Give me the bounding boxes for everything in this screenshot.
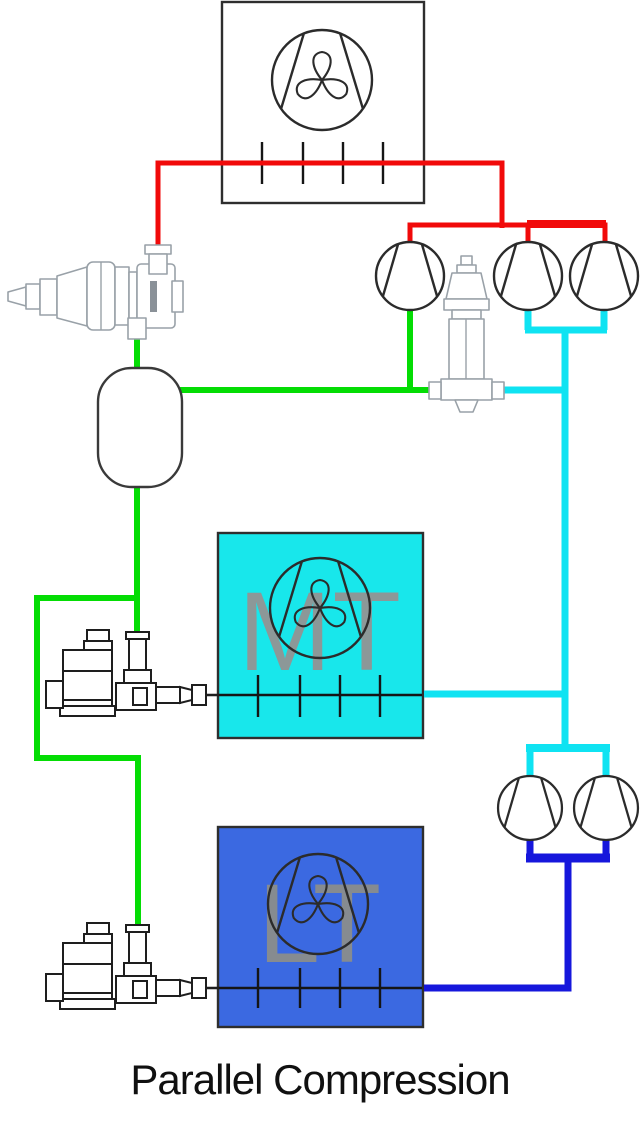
liquid-line	[34, 310, 433, 929]
mt-suction-line	[424, 309, 610, 777]
lt-suction-line	[424, 838, 610, 992]
lt-evaporator-coil	[206, 968, 422, 1008]
lt-evaporator-box	[216, 825, 425, 1029]
high-pressure-valve-icon	[7, 244, 184, 340]
mt-evaporator-coil	[206, 675, 422, 717]
mt-evaporator-box	[216, 531, 425, 740]
gas-cooler-box	[220, 0, 426, 205]
lt-compressor-2	[572, 774, 640, 842]
diagram-title: Parallel Compression	[130, 1056, 509, 1103]
expansion-valve-icon	[428, 255, 505, 413]
mt-compressor-2	[568, 240, 640, 312]
lt-compressor-1	[496, 774, 564, 842]
mt-compressor-1	[492, 240, 564, 312]
lt-evaporator-label: LT	[258, 861, 382, 986]
parallel-compressor	[374, 240, 446, 312]
mt-evaporator-label: MT	[238, 569, 402, 694]
receiver-tank	[96, 366, 184, 489]
